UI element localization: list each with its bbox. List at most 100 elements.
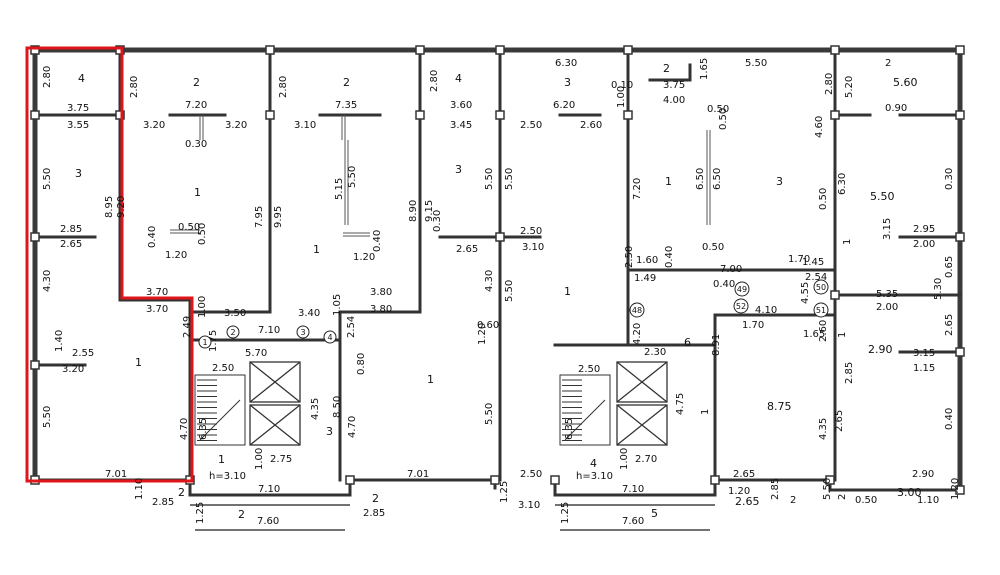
column	[30, 360, 40, 370]
dimension-label: 4.70	[179, 418, 190, 440]
dimension-label: 3.75	[663, 80, 685, 91]
dimension-label: 4.00	[663, 95, 685, 106]
dimension-label: 2.65	[60, 239, 82, 250]
dimension-label: 1.10	[917, 495, 939, 506]
dimension-label: 2.80	[129, 76, 140, 98]
dimension-label: 4.30	[484, 270, 495, 292]
dimension-label: 0.40	[147, 226, 158, 248]
dimension-label: h=3.10	[576, 471, 613, 482]
dimension-label: 0.30	[432, 210, 443, 232]
marker-circle: 3	[296, 325, 310, 339]
dimension-label: 1.15	[913, 363, 935, 374]
dimension-label: 4.10	[755, 305, 777, 316]
dimension-label: 1	[700, 409, 711, 415]
dimension-label: 6.35	[198, 418, 209, 440]
marker-circle: 49	[734, 281, 750, 297]
column	[30, 232, 40, 242]
dimension-label: 3.20	[62, 364, 84, 375]
dimension-label: 0.10	[611, 80, 633, 91]
dimension-label: 9.15	[424, 200, 435, 222]
dimension-label: 3.60	[450, 100, 472, 111]
dimension-label: 5.50	[745, 58, 767, 69]
room-number: 1	[218, 453, 225, 466]
room-number: 3	[75, 167, 82, 180]
room-number: 5.60	[893, 76, 918, 89]
dimension-label: 5.50	[42, 168, 53, 190]
dimension-label: 5.50	[504, 168, 515, 190]
room-number: 2	[178, 486, 185, 499]
room-number: 4	[455, 72, 462, 85]
dimension-label: 7.01	[407, 469, 429, 480]
dimension-label: 1	[842, 239, 853, 245]
column	[825, 475, 835, 485]
column	[830, 45, 840, 55]
dimension-label: 7.20	[185, 100, 207, 111]
interior-walls	[33, 48, 962, 482]
dimension-label: 8.95	[104, 196, 115, 218]
svg-text:2: 2	[230, 328, 235, 337]
dimension-label: 0.50	[707, 104, 729, 115]
svg-text:50: 50	[816, 283, 826, 292]
room-number: 6	[684, 336, 691, 349]
column	[490, 475, 500, 485]
dimension-label: 2.55	[72, 348, 94, 359]
column	[115, 45, 125, 55]
dimension-label: 2	[837, 494, 848, 500]
dimension-label: 0.30	[185, 139, 207, 150]
dimension-label: 2.80	[824, 73, 835, 95]
marker-circle: 2	[226, 325, 240, 339]
dimension-label: 2.85	[770, 478, 781, 500]
dimension-label: 1.60	[636, 255, 658, 266]
dimension-label: 5.30	[933, 278, 944, 300]
dimension-label: 5.70	[245, 348, 267, 359]
dimension-label: 3.45	[450, 120, 472, 131]
column	[955, 485, 965, 495]
dimension-label: 0.90	[885, 103, 907, 114]
dimension-label: 5.20	[844, 76, 855, 98]
room-number: 1	[194, 186, 201, 199]
dimension-label: 5.50	[484, 168, 495, 190]
column	[830, 110, 840, 120]
dimension-label: 4.35	[818, 418, 829, 440]
dimension-label: 2.54	[805, 272, 827, 283]
dimension-label: 6.30	[555, 58, 577, 69]
room-number: 3	[326, 425, 333, 438]
dimension-label: 4.75	[675, 393, 686, 415]
dimension-label: 3.75	[67, 103, 89, 114]
dimension-label: 6.50	[712, 168, 723, 190]
dimension-label: 3.10	[522, 242, 544, 253]
dimension-label: 2.50	[624, 246, 635, 268]
dimension-label: 3.40	[298, 308, 320, 319]
dimension-label: 1.65	[699, 58, 710, 80]
dimension-label: 0.50	[718, 108, 729, 130]
marker-circle: 1	[198, 335, 212, 349]
dimension-label: 1.70	[788, 254, 810, 265]
dimension-label: 5.50	[822, 478, 833, 500]
column	[265, 45, 275, 55]
column	[495, 45, 505, 55]
dimension-label: 0.40	[713, 279, 735, 290]
column	[955, 110, 965, 120]
dimension-label: 6.50	[695, 168, 706, 190]
room-number: 1	[564, 285, 571, 298]
dimension-label: 1.40	[54, 330, 65, 352]
dimension-label: 7.60	[622, 516, 644, 527]
dimension-label: 2.95	[913, 224, 935, 235]
room-number: 1	[135, 356, 142, 369]
dimension-label: 0.40	[372, 230, 383, 252]
dimension-label: h=3.10	[209, 471, 246, 482]
column	[830, 290, 840, 300]
room-number: 2.65	[735, 495, 760, 508]
dimension-label: 2.50	[520, 120, 542, 131]
dimension-label: 0.40	[944, 408, 955, 430]
dimension-label: 1.00	[197, 296, 208, 318]
column	[30, 45, 40, 55]
room-number: 3	[455, 163, 462, 176]
dimension-label: 1.00	[619, 448, 630, 470]
marker-circle: 4	[323, 330, 337, 344]
dimension-label: 6.30	[837, 173, 848, 195]
dimension-label: 9.95	[273, 206, 284, 228]
dimension-label: 3.70	[146, 287, 168, 298]
column	[345, 475, 355, 485]
dimension-label: 4.20	[632, 323, 643, 345]
